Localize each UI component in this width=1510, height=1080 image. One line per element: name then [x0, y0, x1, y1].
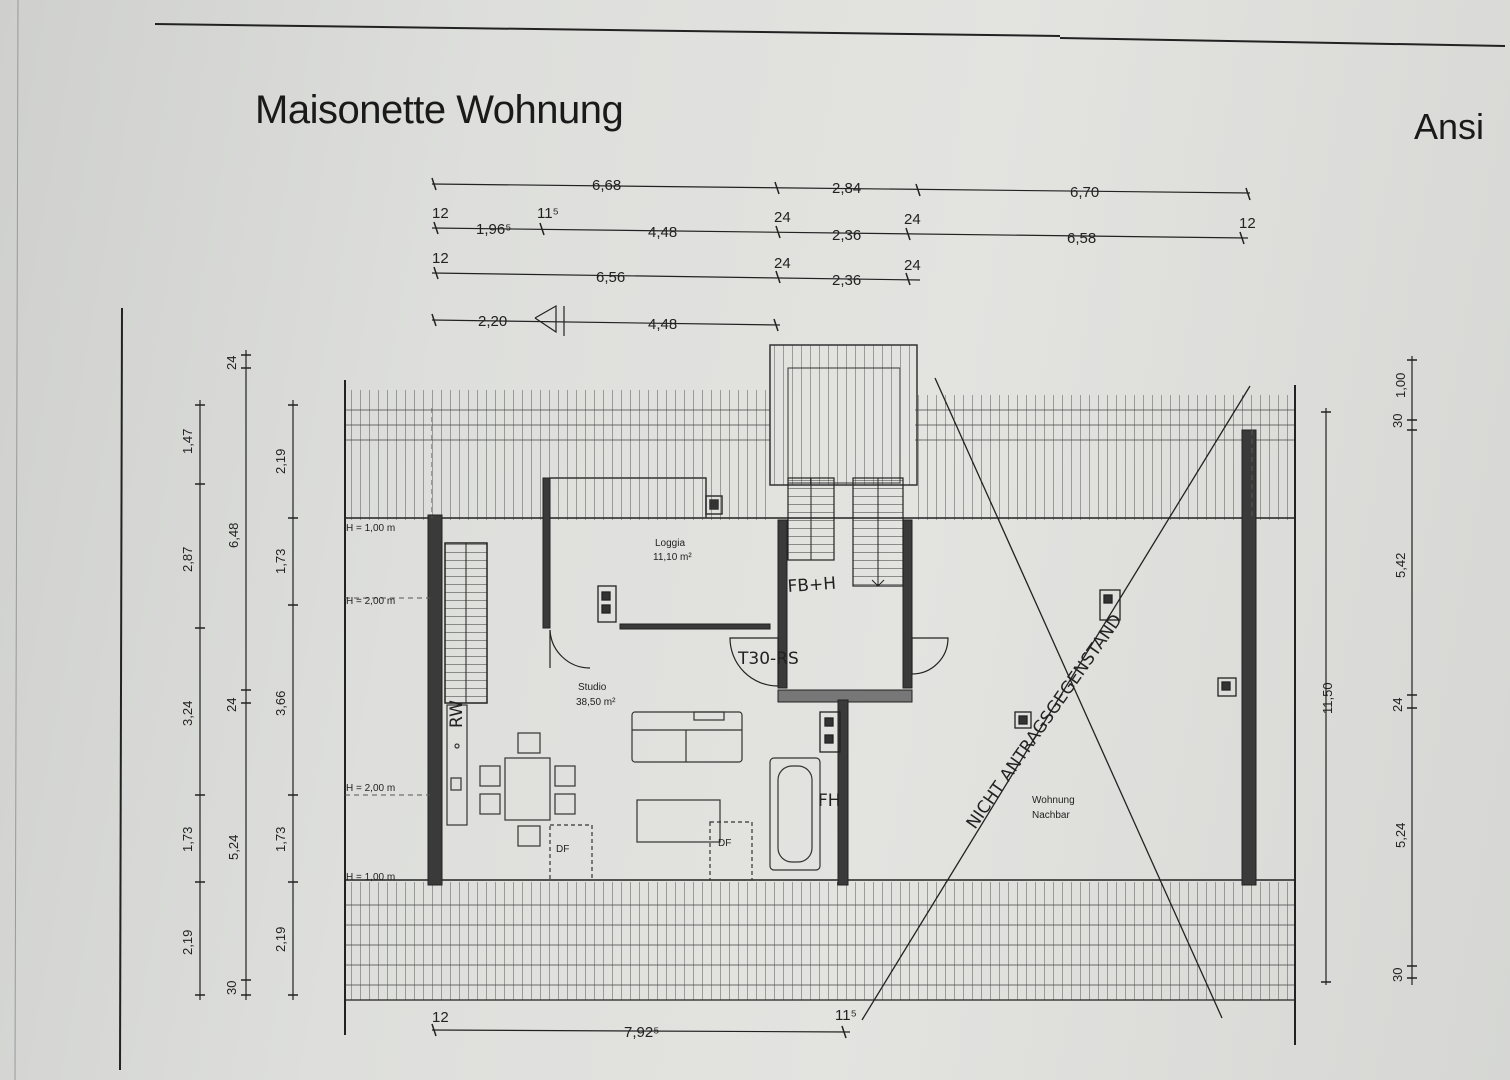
dim-left-b-2: 5,24 [226, 835, 241, 860]
dim-top-r2-d: 4,48 [648, 224, 677, 241]
dim-left-c-2: 3,66 [273, 691, 288, 716]
furniture [446, 704, 821, 881]
dim-left-c-1: 1,73 [273, 549, 288, 574]
right-dimension-labels: 1,00 30 5,42 24 5,24 30 11,50 [1320, 373, 1408, 982]
dim-top-r3-a: 12 [432, 250, 449, 267]
dim-top-r2-f: 2,36 [832, 227, 861, 244]
room-studio-area: 38,50 m² [576, 697, 616, 708]
dim-left-a-5: 2,19 [180, 930, 195, 955]
dim-top-2: 2,84 [832, 180, 861, 197]
roof-bottom [345, 882, 1295, 1000]
room-neighbor-line2: Nachbar [1032, 810, 1070, 821]
dim-right-3: 24 [1390, 698, 1405, 712]
dim-top-r3-b: 6,56 [596, 269, 625, 286]
room-studio-name: Studio [578, 682, 607, 693]
stair-left [444, 542, 488, 704]
dim-top-r2-h: 6,58 [1067, 230, 1096, 247]
room-loggia-name: Loggia [655, 538, 685, 549]
left-dimension-lines [195, 350, 298, 1000]
dim-left-b-1: 24 [224, 698, 239, 712]
roof-top-left [345, 390, 770, 520]
crossout-lines [861, 377, 1251, 1021]
note-fbh: FB+H [787, 574, 837, 597]
dim-top-r2-b: 1,96⁵ [476, 221, 511, 238]
dim-top-r2-e: 24 [774, 209, 791, 226]
dim-right-4: 5,24 [1393, 823, 1408, 848]
dim-bottom-0: 12 [432, 1009, 449, 1026]
dim-bottom-2: 11⁵ [835, 1007, 857, 1024]
elevation-title-cut: Ansi [1414, 106, 1485, 147]
dim-top-r4-a: 2,20 [478, 313, 507, 330]
height-marker-1: H = 1,00 m [346, 523, 395, 534]
dim-right-total: 11,50 [1320, 682, 1335, 714]
height-marker-4: H = 1,00 m [346, 872, 395, 883]
dim-top-r2-i: 12 [1239, 215, 1256, 232]
right-dimension-lines [1321, 356, 1417, 985]
room-loggia-area: 11,10 m² [653, 552, 692, 563]
doors [549, 629, 949, 687]
label-df-1: DF [556, 844, 569, 855]
left-dimension-labels: 24 1,47 2,87 3,24 1,73 2,19 30 6,48 24 5… [180, 356, 288, 995]
height-marker-2: H = 2,00 m [346, 596, 395, 607]
dim-left-a-4: 1,73 [180, 827, 195, 852]
top-dimension-labels: 6,68 2,84 6,70 12 1,96⁵ 11⁵ 4,48 24 2,36… [432, 177, 1256, 333]
note-fh: FH [818, 791, 841, 811]
note-t30: T30-RS [737, 649, 799, 669]
dim-top-r3-c: 24 [774, 255, 791, 272]
dim-left-a-6: 30 [224, 981, 239, 995]
bottom-dimension-line [431, 1023, 851, 1039]
dim-left-c-3: 1,73 [273, 827, 288, 852]
dim-left-c-0: 2,19 [273, 449, 288, 474]
dim-top-r2-c: 11⁵ [537, 205, 559, 222]
dim-top-1: 6,68 [592, 177, 621, 194]
dim-top-r4-b: 4,48 [648, 316, 677, 333]
stair-shaft [787, 477, 904, 587]
walls [427, 429, 1257, 886]
dim-right-1: 30 [1390, 414, 1405, 428]
label-df-2: DF [718, 838, 731, 849]
dim-bottom-1: 7,92⁵ [624, 1024, 659, 1041]
roof-top-right [915, 395, 1295, 520]
chimneys [597, 585, 1237, 753]
top-dimension-lines [431, 177, 1251, 336]
room-labels: Loggia 11,10 m² Studio 38,50 m² Wohnung … [556, 538, 1075, 855]
dim-right-2: 5,42 [1393, 553, 1408, 578]
dim-right-5: 30 [1390, 968, 1405, 982]
dim-left-a-1: 1,47 [180, 429, 195, 454]
bottom-dimension-labels: 12 7,92⁵ 11⁵ [432, 1007, 857, 1041]
dim-left-c-4: 2,19 [273, 927, 288, 952]
dim-right-0: 1,00 [1393, 373, 1408, 398]
dim-top-r2-a: 12 [432, 205, 449, 222]
height-markers: H = 1,00 m H = 2,00 m H = 2,00 m H = 1,0… [346, 523, 395, 883]
dim-left-a-2: 2,87 [180, 547, 195, 572]
note-rw: RW [447, 700, 467, 728]
dim-top-r3-d: 2,36 [832, 272, 861, 289]
plan-title: Maisonette Wohnung [255, 88, 624, 132]
dim-left-b-0: 6,48 [226, 523, 241, 548]
dashed-guides [345, 408, 1253, 796]
height-marker-3: H = 2,00 m [346, 783, 395, 794]
room-neighbor-line1: Wohnung [1032, 795, 1075, 806]
dim-top-3: 6,70 [1070, 184, 1099, 201]
sheet-frame [14, 0, 1506, 1080]
dim-left-a-0: 24 [224, 356, 239, 370]
dim-left-a-3: 3,24 [180, 701, 195, 726]
dim-top-r3-e: 24 [904, 257, 921, 274]
roof-dormer [769, 344, 918, 486]
dim-top-r2-g: 24 [904, 211, 921, 228]
loggia-outline [550, 477, 723, 518]
